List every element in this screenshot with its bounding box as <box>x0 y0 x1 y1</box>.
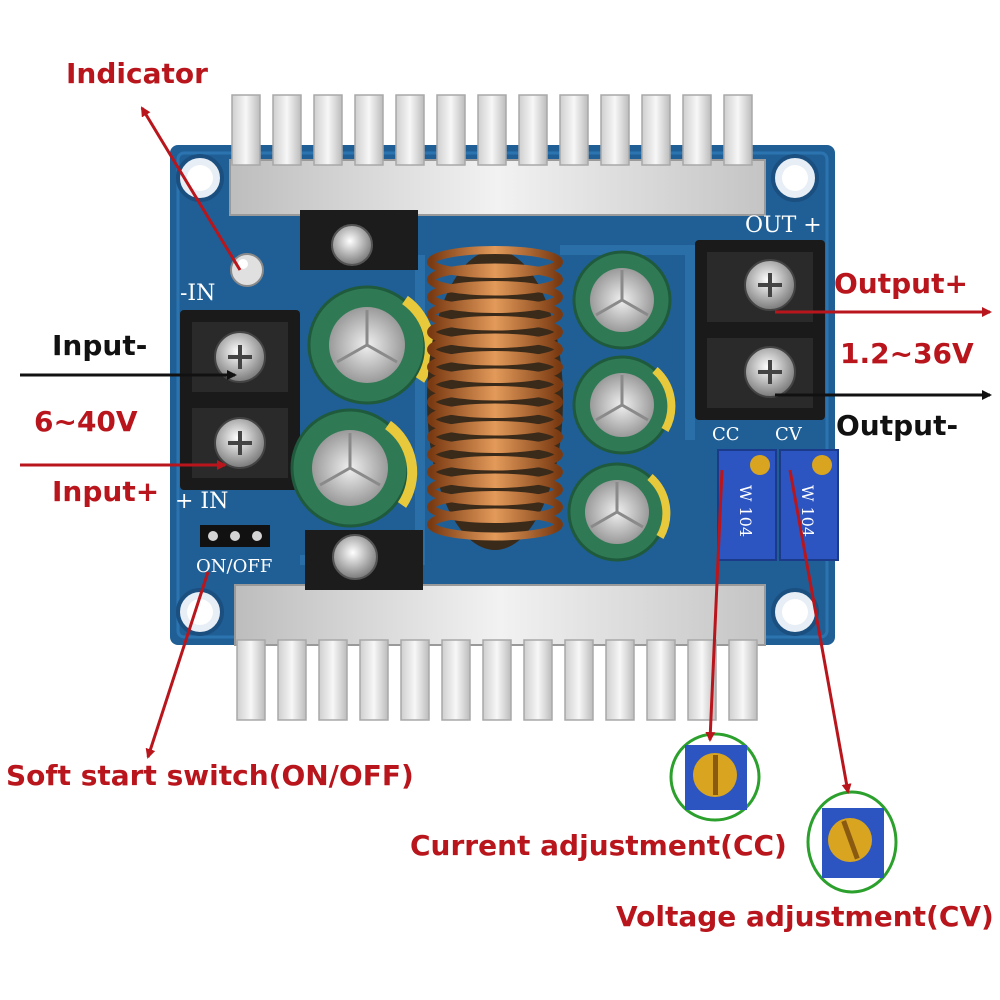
heatsink-fin <box>646 639 676 721</box>
cv-pot-closeup <box>806 790 898 894</box>
heatsink-fin <box>564 639 594 721</box>
input-minus-label: Input- <box>52 329 148 362</box>
coil-turn <box>427 281 563 313</box>
pot-code-label: W 104 <box>798 485 817 537</box>
current-adj-arrow <box>705 469 724 742</box>
output-capacitor <box>572 250 672 350</box>
bottom-transistor <box>305 530 423 590</box>
silkscreen-in-minus: -IN <box>180 281 215 306</box>
coil-turn <box>427 386 563 418</box>
coil-turn <box>427 298 563 331</box>
heatsink-fin <box>723 94 753 166</box>
heatsink-fin <box>482 639 512 721</box>
silkscreen-cc: CC <box>712 424 740 445</box>
pot-code-label: W 104 <box>736 485 755 537</box>
mounting-hole <box>176 154 224 202</box>
coil-turn <box>427 421 563 453</box>
heatsink-fin <box>441 639 471 721</box>
indicator-label: Indicator <box>66 57 208 90</box>
heatsink-fin <box>436 94 466 166</box>
mounting-hole <box>176 588 224 636</box>
coil-turn <box>427 368 563 401</box>
heatsink-fin <box>354 94 384 166</box>
coil-turn <box>427 246 563 278</box>
output-plus-label: Output+ <box>834 267 968 300</box>
heatsink-fin <box>605 639 635 721</box>
heatsink-fin <box>600 94 630 166</box>
mounting-hole <box>771 154 819 202</box>
input-plus-label: Input+ <box>52 475 160 508</box>
coil-turn <box>427 316 563 348</box>
coil-turn <box>427 491 563 523</box>
output-capacitor <box>572 355 676 455</box>
heatsink-fin <box>313 94 343 166</box>
input-terminal-block <box>180 310 300 490</box>
heatsink-fin <box>682 94 712 166</box>
inductor-coil <box>427 246 563 550</box>
coil-turn <box>427 263 563 296</box>
input-capacitor <box>290 408 418 528</box>
output-capacitor <box>567 462 671 562</box>
on-off-jumper <box>200 525 270 547</box>
silkscreen-cv: CV <box>775 424 803 445</box>
current-adj-label: Current adjustment(CC) <box>410 829 787 862</box>
silkscreen-on-off: ON/OFF <box>196 556 272 577</box>
coil-turn <box>427 351 563 383</box>
output-range-label: 1.2~36V <box>840 337 974 370</box>
voltage-adj-arrow <box>788 469 852 794</box>
top-transistor <box>300 210 418 270</box>
heatsink-fin <box>477 94 507 166</box>
heatsink-fin <box>359 639 389 721</box>
mounting-hole <box>771 588 819 636</box>
heatsink-fin <box>400 639 430 721</box>
silkscreen-in-plus: + IN <box>175 489 228 514</box>
silkscreen-out-plus: OUT + <box>745 213 822 238</box>
heatsink-fin <box>559 94 589 166</box>
coil-turn <box>427 473 563 506</box>
heatsink-fin <box>277 639 307 721</box>
coil-turn <box>427 333 563 366</box>
heatsink-fin <box>272 94 302 166</box>
output-minus-label: Output- <box>836 409 959 442</box>
heatsink-fin <box>518 94 548 166</box>
input-range-label: 6~40V <box>34 405 138 438</box>
bottom-heatsink <box>234 584 766 721</box>
heatsink-fin <box>318 639 348 721</box>
heatsink-fin <box>523 639 553 721</box>
heatsink-fin <box>395 94 425 166</box>
indicator-arrow <box>140 106 242 271</box>
cc-potentiometer: W 104 <box>717 449 777 561</box>
soft-start-label: Soft start switch(ON/OFF) <box>6 759 414 792</box>
cv-potentiometer: W 104 <box>779 449 839 561</box>
heatsink-fin <box>728 639 758 721</box>
top-heatsink <box>229 94 766 216</box>
heatsink-fin <box>641 94 671 166</box>
coil-turn <box>427 456 563 488</box>
heatsink-fin <box>236 639 266 721</box>
coil-turn <box>427 438 563 471</box>
indicator-led <box>230 253 264 287</box>
coil-turn <box>427 508 563 541</box>
output-terminal-block <box>695 240 825 420</box>
soft-start-arrow <box>145 571 210 759</box>
cc-pot-closeup <box>669 732 761 822</box>
input-capacitor <box>307 285 435 405</box>
heatsink-fin <box>231 94 261 166</box>
voltage-adj-label: Voltage adjustment(CV) <box>616 900 994 933</box>
coil-turn <box>427 403 563 436</box>
